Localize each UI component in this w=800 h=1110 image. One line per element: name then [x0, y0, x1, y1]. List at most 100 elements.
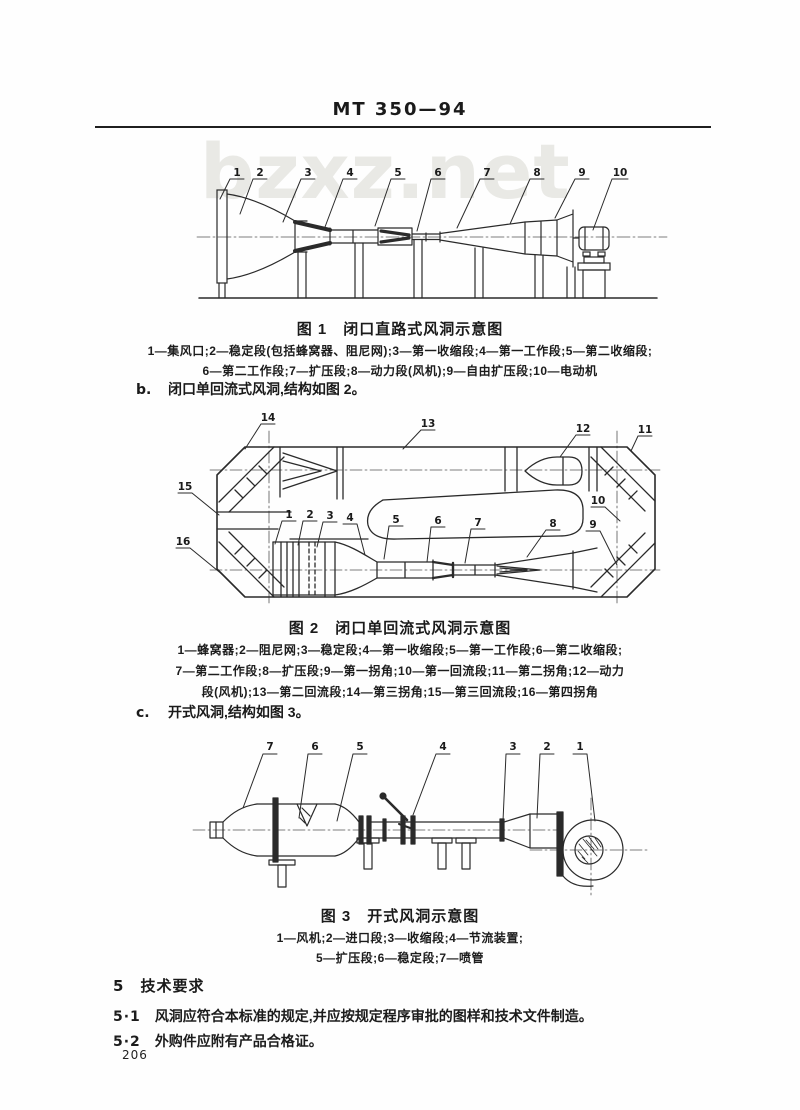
section-5-heading: 5 技术要求 — [113, 975, 204, 996]
fig1-settling-chamber — [226, 193, 308, 299]
figure-1-caption: 图 1 闭口直路式风洞示意图 — [296, 321, 504, 338]
fig3-label-6: 6 — [311, 741, 318, 753]
fig2-centerlines — [209, 430, 661, 604]
fig1-second-working-section — [411, 231, 441, 299]
fig3-pipe-and-throttle — [356, 792, 505, 870]
fig1-free-diffuser — [556, 209, 576, 299]
clause-5-2: 5·2 外购件应附有产品合格证。 — [113, 1031, 323, 1051]
fig1-label-7: 7 — [483, 167, 490, 179]
fig2-label-11: 11 — [638, 424, 653, 436]
fig2-label-12: 12 — [576, 423, 591, 435]
figure-2-legend-line-1: 1—蜂窝器;2—阻尼网;3—稳定段;4—第一收缩段;5—第一工作段;6—第二收缩… — [177, 643, 623, 657]
fig2-label-8: 8 — [549, 518, 556, 530]
fig1-label-9: 9 — [578, 167, 585, 179]
fig3-nozzle — [209, 803, 258, 857]
fig2-label-10: 10 — [591, 495, 606, 507]
clause-5-1-text: 风洞应符合本标准的规定,并应按规定程序审批的图样和技术文件制造。 — [154, 1008, 593, 1024]
fig3-label-1: 1 — [576, 741, 583, 753]
figure-1-svg: 1 2 3 4 5 6 7 8 9 10 — [196, 167, 668, 299]
clause-5-1-number: 5·1 — [113, 1009, 141, 1025]
fig2-corner-vanes — [218, 446, 656, 598]
figure-3-caption: 图 3 开式风洞示意图 — [320, 908, 480, 925]
figure-3-legend-line-2: 5—扩压段;6—稳定段;7—喷管 — [315, 951, 484, 965]
item-b-marker: b. — [136, 382, 152, 398]
list-item-b: b. 闭口单回流式风洞,结构如图 2。 — [136, 379, 366, 399]
fig1-diffuser — [439, 221, 526, 299]
figure-2-svg: 1 2 3 4 5 6 7 8 9 10 11 12 13 14 15 16 — [175, 412, 661, 604]
fig3-label-7: 7 — [266, 741, 273, 753]
fig2-part-labels: 1 2 3 4 5 6 7 8 9 10 11 12 13 14 15 16 — [176, 412, 653, 548]
fig2-first-contraction — [334, 541, 378, 596]
fig2-label-3: 3 — [326, 510, 333, 522]
item-c-text: 开式风洞,结构如图 3。 — [168, 704, 310, 720]
fig3-leader-lines — [242, 753, 596, 822]
fig1-label-8: 8 — [533, 167, 540, 179]
header-rule — [95, 126, 711, 128]
figure-3-svg: 7 6 5 4 3 2 1 — [192, 741, 651, 897]
fig2-label-2: 2 — [306, 509, 313, 521]
section-5-title: 技术要求 — [140, 978, 205, 995]
page-number: 206 — [122, 1048, 148, 1062]
fig2-upper-duct-details — [279, 446, 598, 500]
figure-2-drawing: 1 2 3 4 5 6 7 8 9 10 11 12 13 14 15 16 — [165, 407, 670, 609]
fig2-outer-shell — [216, 446, 656, 598]
figure-1-legend-line-2: 6—第二工作段;7—扩压段;8—动力段(风机);9—自由扩压段;10—电动机 — [202, 364, 598, 378]
page-header-standard-number: MT 350—94 — [332, 99, 468, 120]
clause-5-2-number: 5·2 — [113, 1034, 141, 1050]
fig3-label-2: 2 — [543, 741, 550, 753]
fig2-label-14: 14 — [261, 412, 276, 424]
fig1-second-contraction — [377, 227, 413, 246]
fig3-diffuser-section — [334, 803, 372, 857]
fig3-label-3: 3 — [509, 741, 516, 753]
fig3-stabilizer-section — [256, 797, 336, 888]
figure-2-legend-line-3: 段(风机);13—第二回流段;14—第三拐角;15—第三回流段;16—第四拐角 — [201, 685, 599, 699]
fig3-contraction-and-inlet — [503, 811, 564, 877]
item-c-marker: c. — [136, 705, 150, 721]
fig1-label-3: 3 — [304, 167, 311, 179]
clause-5-2-text: 外购件应附有产品合格证。 — [154, 1033, 323, 1049]
clause-5-1: 5·1 风洞应符合本标准的规定,并应按规定程序审批的图样和技术文件制造。 — [113, 1006, 593, 1026]
fig2-settling-chamber — [272, 538, 369, 598]
fig1-first-working-section — [329, 227, 379, 299]
fig2-diffuser — [494, 547, 598, 593]
fig1-label-6: 6 — [434, 167, 441, 179]
fig1-inlet-collector — [216, 189, 228, 299]
list-item-c: c. 开式风洞,结构如图 3。 — [136, 702, 310, 722]
fig1-part-labels: 1 2 3 4 5 6 7 8 9 10 — [233, 167, 627, 179]
fig2-label-15: 15 — [178, 481, 193, 493]
fig2-label-7: 7 — [474, 517, 481, 529]
fig2-label-6: 6 — [434, 515, 441, 527]
fig3-label-5: 5 — [356, 741, 363, 753]
figure-2-legend-line-2: 7—第二工作段;8—扩压段;9—第一拐角;10—第一回流段;11—第二拐角;12… — [175, 664, 625, 678]
figure-2-caption: 图 2 闭口单回流式风洞示意图 — [288, 620, 512, 637]
fig2-second-working-section — [452, 562, 496, 578]
figure-1-drawing: 1 2 3 4 5 6 7 8 9 10 — [195, 164, 680, 316]
fig1-fan-section — [524, 219, 558, 299]
figure-1-legend-line-1: 1—集风口;2—稳定段(包括蜂窝器、阻尼网);3—第一收缩段;4—第一工作段;5… — [147, 344, 653, 358]
figure-3-drawing: 7 6 5 4 3 2 1 — [185, 728, 655, 900]
fig1-label-1: 1 — [233, 167, 240, 179]
fig2-label-5: 5 — [392, 514, 399, 526]
fig2-label-4: 4 — [346, 512, 353, 524]
fig1-label-2: 2 — [256, 167, 263, 179]
fig1-leader-lines — [219, 178, 629, 232]
fig3-part-labels: 7 6 5 4 3 2 1 — [266, 741, 583, 753]
fig1-label-10: 10 — [613, 167, 628, 179]
fig3-label-4: 4 — [439, 741, 446, 753]
fig1-first-contraction — [293, 220, 332, 253]
figure-3-legend-line-1: 1—风机;2—进口段;3—收缩段;4—节流装置; — [276, 931, 524, 945]
fig2-first-working-section — [376, 559, 434, 581]
fig2-inner-island — [366, 489, 584, 540]
section-5-number: 5 — [113, 977, 125, 995]
fig2-label-16: 16 — [176, 536, 191, 548]
fig1-label-4: 4 — [346, 167, 353, 179]
fig3-fan — [562, 819, 624, 887]
fig2-leader-lines — [175, 423, 653, 576]
fig1-motor — [572, 226, 611, 299]
fig2-left-box-walls — [216, 511, 292, 530]
fig2-label-13: 13 — [421, 418, 436, 430]
item-b-text: 闭口单回流式风洞,结构如图 2。 — [168, 381, 366, 397]
fig2-label-1: 1 — [285, 509, 292, 521]
fig2-label-9: 9 — [589, 519, 596, 531]
